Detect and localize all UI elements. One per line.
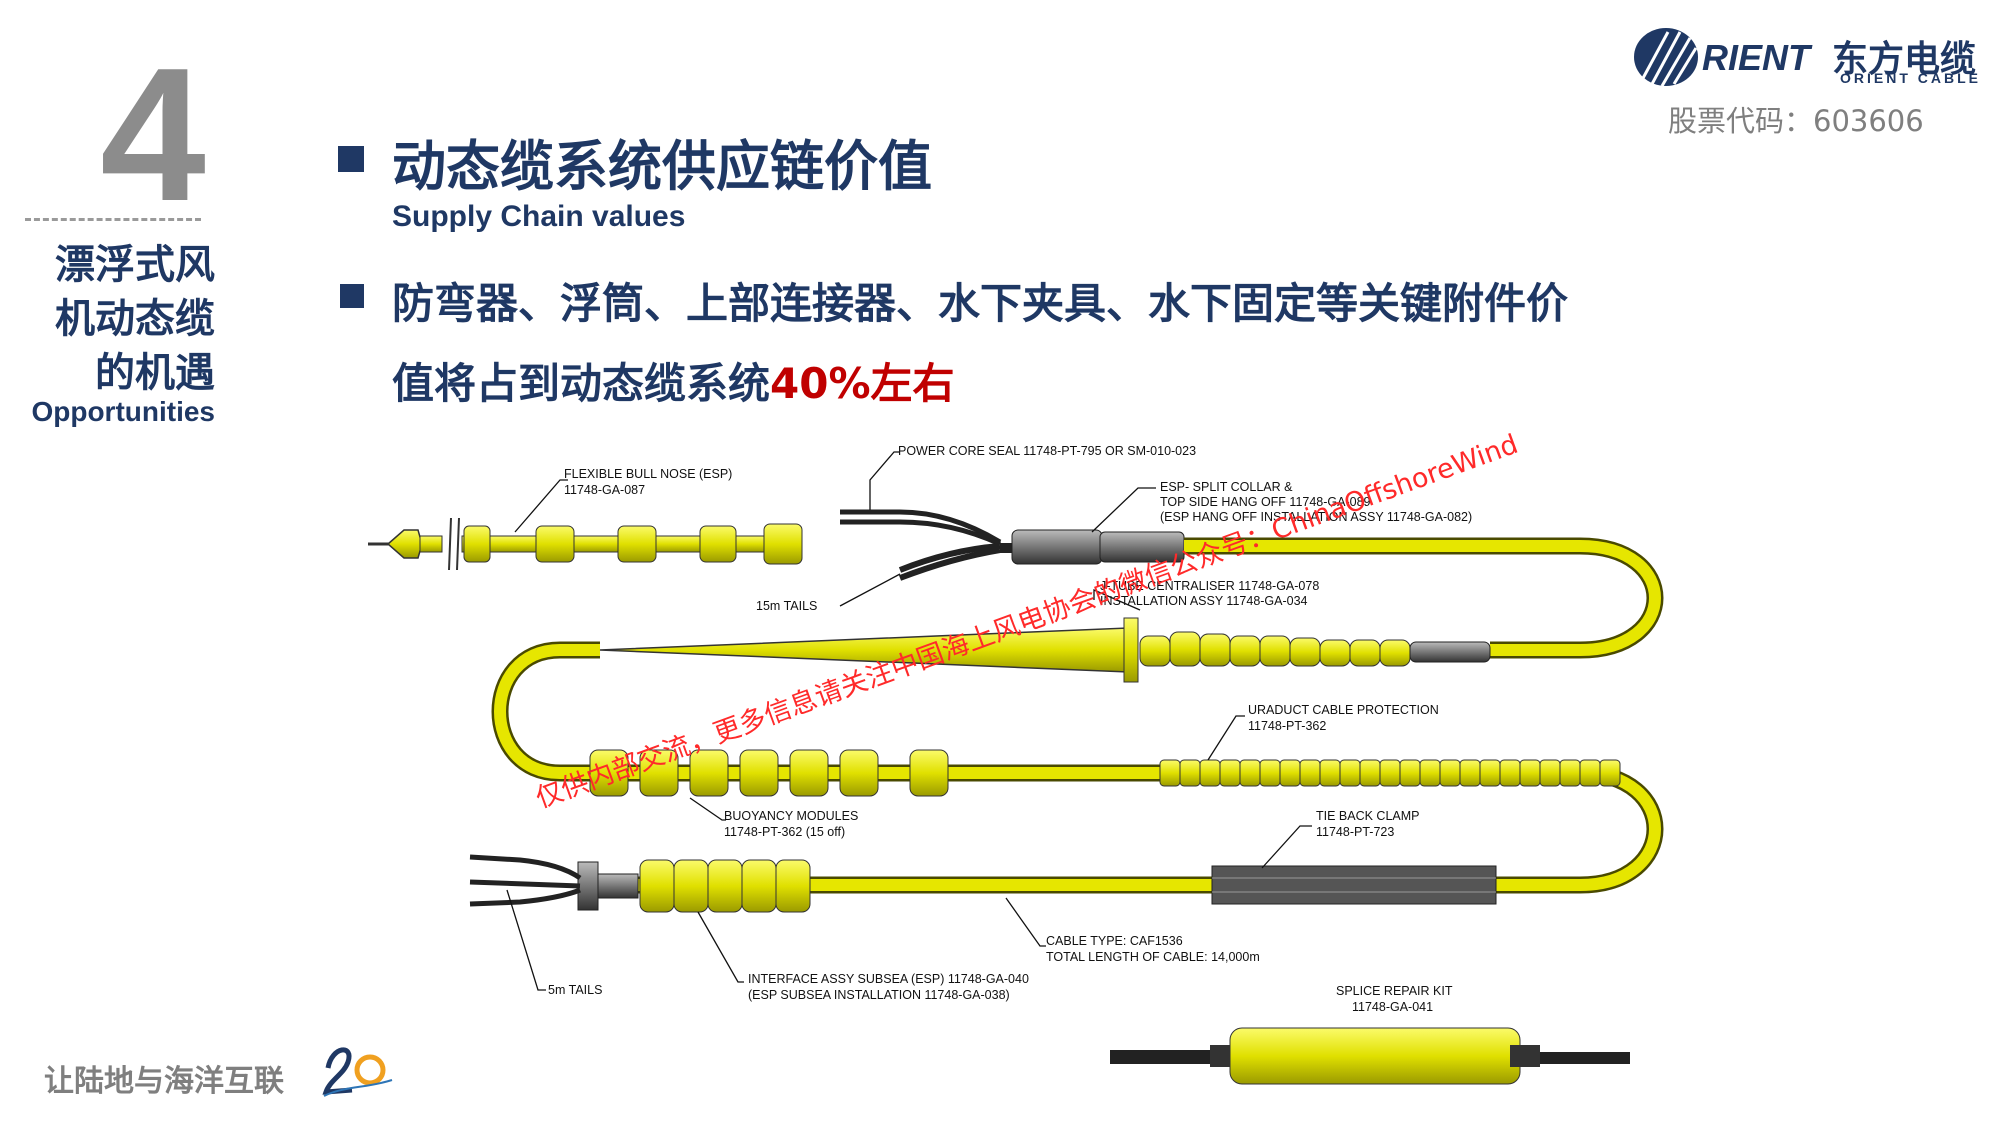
label-interface-2: (ESP SUBSEA INSTALLATION 11748-GA-038) xyxy=(748,988,1010,1002)
label-splice-2: 11748-GA-041 xyxy=(1352,1000,1433,1014)
label-uraduct-1: URADUCT CABLE PROTECTION xyxy=(1248,703,1439,717)
label-cable-type-2: TOTAL LENGTH OF CABLE: 14,000m xyxy=(1046,950,1260,964)
leader-lines xyxy=(506,451,1312,991)
label-bull-nose-1: FLEXIBLE BULL NOSE (ESP) xyxy=(564,467,732,481)
splice-repair-kit xyxy=(1110,1027,1630,1085)
footer-slogan: 让陆地与海洋互联 xyxy=(44,1064,284,1099)
buoyancy-modules xyxy=(589,749,949,797)
label-jtube-2: INSTALLATION ASSY 11748-GA-034 xyxy=(1100,594,1308,608)
heading-bullet-icon xyxy=(338,146,364,172)
label-power-core: POWER CORE SEAL 11748-PT-795 OR SM-010-0… xyxy=(898,444,1196,458)
label-jtube-1: J-TUBE CENTRALISER 11748-GA-078 xyxy=(1100,579,1319,593)
interface-assembly xyxy=(577,859,811,913)
label-cable-type-1: CABLE TYPE: CAF1536 xyxy=(1046,934,1183,948)
bullet-text-prefix: 值将占到动态缆系统 xyxy=(392,359,771,408)
bullet-text-line1: 防弯器、浮筒、上部连接器、水下夹具、水下固定等关键附件价 xyxy=(392,279,1569,328)
label-uraduct-2: 11748-PT-362 xyxy=(1248,719,1326,733)
label-buoyancy-2: 11748-PT-362 (15 off) xyxy=(724,825,845,839)
label-bull-nose-2: 11748-GA-087 xyxy=(564,483,645,497)
label-buoyancy-1: BUOYANCY MODULES xyxy=(724,809,858,823)
label-tieback-2: 11748-PT-723 xyxy=(1316,825,1394,839)
stock-code: 股票代码：603606 xyxy=(1668,104,1924,138)
tie-back-clamp xyxy=(1211,865,1497,905)
logo-sub-en: ORIENT CABLE xyxy=(1840,70,1981,86)
section-number: 4 xyxy=(100,29,206,241)
anniversary-logo-icon xyxy=(322,1047,393,1097)
page-title: 动态缆系统供应链价值 xyxy=(392,135,932,198)
label-esp-collar-1: ESP- SPLIT COLLAR & xyxy=(1160,480,1293,494)
page-subtitle: Supply Chain values xyxy=(392,200,686,233)
section-title-en: Opportunities xyxy=(31,396,215,427)
label-tieback-1: TIE BACK CLAMP xyxy=(1316,809,1420,823)
logo-text-cn: 东方电缆 xyxy=(1832,39,1977,80)
watermark-text: 仅供内部交流，更多信息请关注中国海上风电协会的微信公众号：ChinaOffsho… xyxy=(532,429,1522,815)
uraduct-protection xyxy=(1159,759,1621,787)
logo-text-en: RIENT xyxy=(1702,37,1813,78)
label-tails-15m: 15m TAILS xyxy=(756,599,817,613)
company-logo: RIENT xyxy=(1634,28,1813,87)
section-divider xyxy=(25,218,201,221)
label-tails-5m: 5m TAILS xyxy=(548,983,602,997)
label-splice-1: SPLICE REPAIR KIT xyxy=(1336,984,1453,998)
bullet-highlight: 40%左右 xyxy=(770,359,955,408)
label-interface-1: INTERFACE ASSY SUBSEA (ESP) 11748-GA-040 xyxy=(748,972,1029,986)
label-esp-collar-2: TOP SIDE HANG OFF 11748-GA-089 xyxy=(1160,495,1371,509)
tails-15m-top xyxy=(840,509,1015,581)
tails-5m-bottom xyxy=(469,854,582,907)
bull-nose-assembly xyxy=(368,517,803,571)
label-esp-collar-3: (ESP HANG OFF INSTALLATION ASSY 11748-GA… xyxy=(1160,510,1472,524)
bend-stiffener xyxy=(599,617,1491,683)
list-bullet-icon xyxy=(340,284,364,308)
bullet-text-line2: 值将占到动态缆系统40%左右 xyxy=(392,350,955,411)
section-title-cn: 漂浮式风 机动态缆 的机遇 xyxy=(55,242,215,396)
